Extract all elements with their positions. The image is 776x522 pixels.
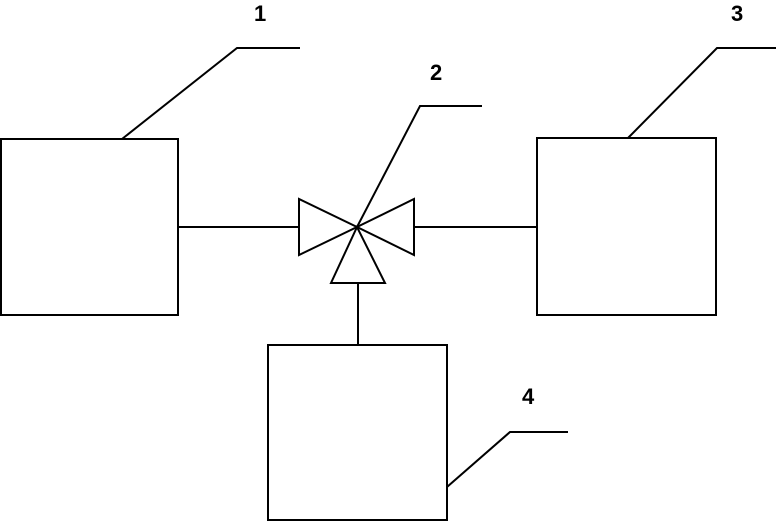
component-1-box xyxy=(0,138,179,316)
component-3-box xyxy=(536,137,717,316)
label-3: 3 xyxy=(731,1,743,26)
label-2: 2 xyxy=(430,60,442,85)
leader-line-2 xyxy=(356,105,482,228)
leader-line-1 xyxy=(121,47,300,140)
valve-bottom-triangle xyxy=(329,224,387,284)
leader-line-4 xyxy=(446,431,568,488)
label-4: 4 xyxy=(522,384,535,409)
valve-right-triangle xyxy=(354,197,415,257)
valve-left-triangle xyxy=(298,197,360,257)
component-4-box xyxy=(267,344,448,521)
three-way-valve xyxy=(298,197,415,284)
leader-line-3 xyxy=(627,47,776,139)
label-1: 1 xyxy=(254,1,266,26)
